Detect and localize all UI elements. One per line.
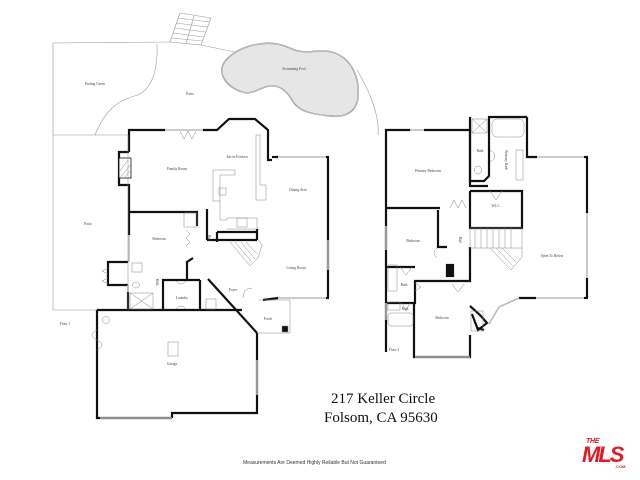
mls-logo: THE MLS .COM bbox=[582, 438, 634, 474]
label-bath-primary-wc: Bath bbox=[477, 149, 484, 153]
address-line-2: Folsom, CA 95630 bbox=[324, 410, 438, 426]
floor1-windows bbox=[100, 129, 329, 419]
label-bath-f2b: Bath bbox=[402, 307, 409, 311]
label-swimming-pool: Swimming Pool bbox=[282, 67, 305, 71]
yard-area bbox=[52, 12, 379, 311]
label-bedroom-f1: Bedroom bbox=[152, 237, 166, 241]
mls-logo-main: MLS bbox=[582, 442, 624, 467]
label-kitchen: Eat-in Kitchen bbox=[226, 155, 247, 159]
label-primary-bath: Primary Bath bbox=[504, 150, 508, 169]
label-patio-left: Patio bbox=[84, 222, 92, 226]
label-hall-f2: Hall bbox=[458, 237, 462, 243]
label-bedroom-f2a: Bedroom bbox=[406, 239, 420, 243]
label-primary-bedroom: Primary Bedroom bbox=[415, 169, 441, 173]
label-bedroom-f2b: Bedroom bbox=[435, 316, 449, 320]
label-open-to-below: Open To Below bbox=[541, 254, 564, 258]
label-patio-top: Patio bbox=[186, 92, 194, 96]
disclaimer-text: Measurements Are Deemed Highly Reliable … bbox=[243, 460, 386, 466]
floor2-fixtures bbox=[387, 118, 525, 332]
label-floor-2: Floor 2 bbox=[389, 348, 400, 352]
room-labels: Putting Green Patio Swimming Pool Patio … bbox=[60, 67, 564, 366]
mls-logo-com: .COM bbox=[615, 464, 626, 469]
label-porch: Porch bbox=[264, 317, 273, 321]
label-family-room: Family Room bbox=[167, 167, 187, 171]
label-floor-1: Floor 1 bbox=[60, 322, 71, 326]
label-hall-f1: Hall bbox=[207, 235, 211, 241]
label-laundry: Laundry bbox=[176, 296, 188, 300]
label-bath-f1: Bath bbox=[155, 279, 159, 286]
address-line-1: 217 Keller Circle bbox=[331, 391, 436, 407]
label-bath-f2a: Bath bbox=[401, 283, 408, 287]
label-garage: Garage bbox=[167, 362, 178, 366]
floor2-windows bbox=[385, 129, 588, 358]
label-dining: Dining Area bbox=[289, 188, 307, 192]
label-wic: W.I.C. bbox=[491, 204, 500, 208]
floor1-fixtures bbox=[91, 130, 291, 357]
label-putting-green: Putting Green bbox=[85, 82, 105, 86]
label-foyer: Foyer bbox=[229, 288, 238, 292]
label-living-room: Living Room bbox=[286, 266, 305, 270]
mls-logo-the: THE bbox=[586, 438, 600, 445]
